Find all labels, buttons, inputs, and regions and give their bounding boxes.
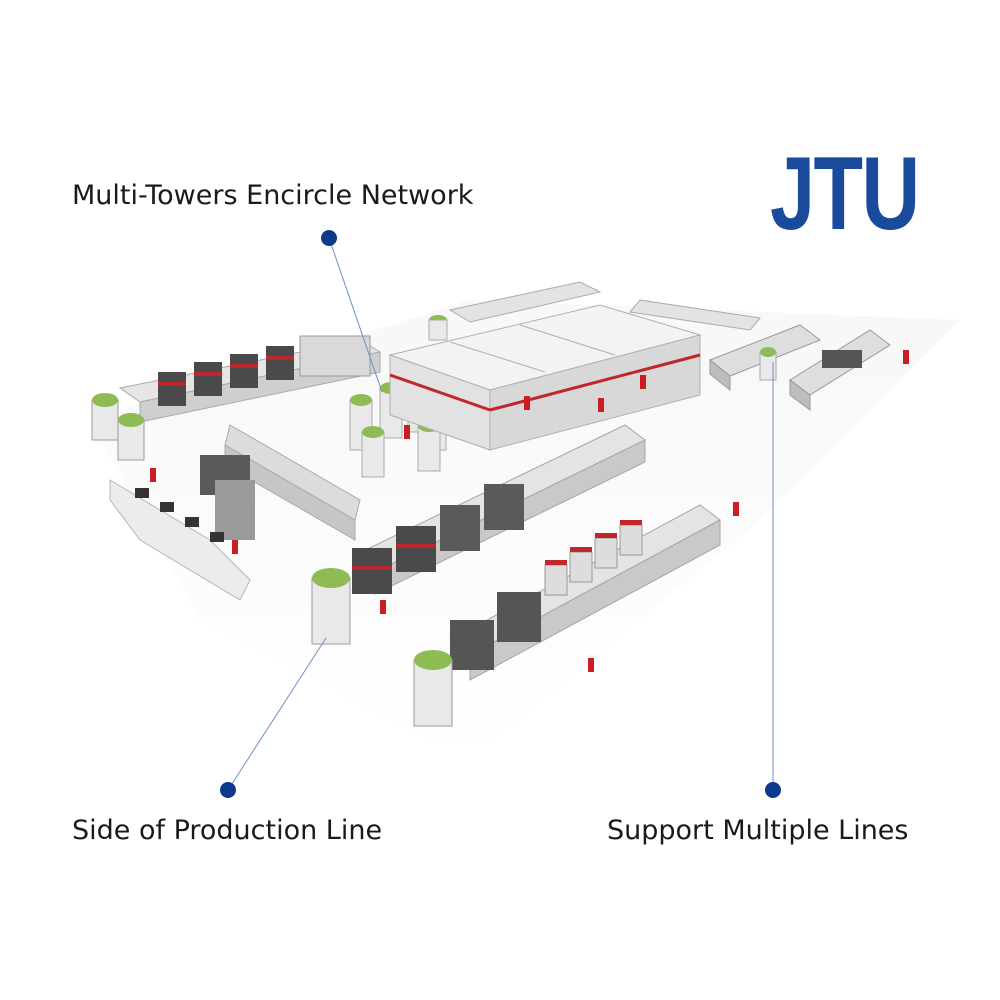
floor-shadow (90, 300, 960, 760)
callout-label-multi-towers: Multi-Towers Encircle Network (72, 180, 474, 211)
front-line (449, 504, 721, 681)
left-diagonal-conveyor (200, 424, 361, 541)
callout-dot-side-line (220, 782, 236, 798)
right-lines (709, 324, 891, 411)
clean-room (388, 304, 702, 451)
middle-line (352, 424, 646, 595)
side-towers (91, 393, 453, 727)
callout-label-side-line: Side of Production Line (72, 815, 383, 846)
leader-line-multi-towers (328, 237, 383, 393)
jtu-logo: JTU (770, 136, 920, 252)
callout-label-multiple-lines: Support Multiple Lines (607, 815, 909, 846)
leader-line-side-line (227, 637, 327, 791)
back-line (428, 281, 761, 341)
callout-dot-multi-towers (321, 230, 337, 246)
callout-dot-multiple-lines (765, 782, 781, 798)
workers (150, 350, 909, 672)
workstations (109, 479, 251, 601)
